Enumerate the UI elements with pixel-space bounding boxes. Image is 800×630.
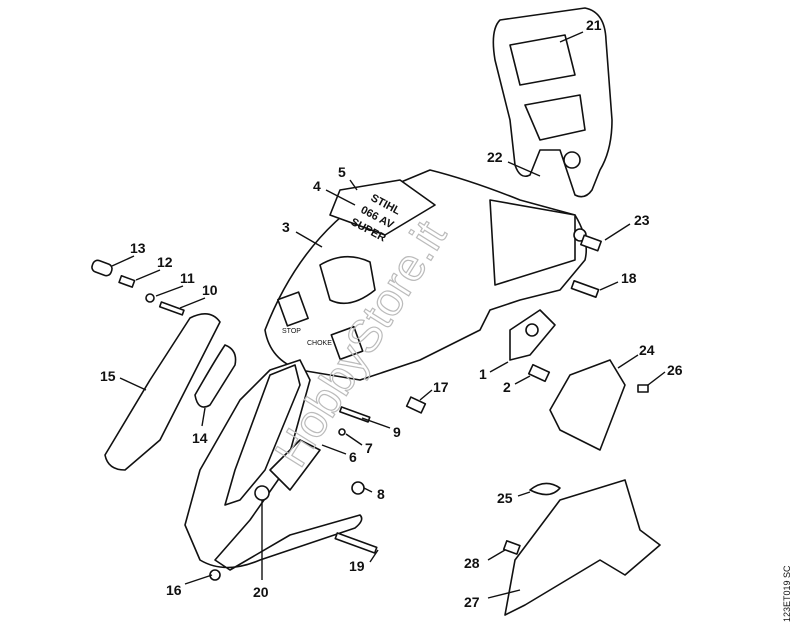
callout-22: 22 <box>487 149 503 165</box>
part-2 <box>527 363 551 383</box>
callout-15: 15 <box>100 368 116 384</box>
part-14 <box>194 344 237 408</box>
callout-2: 2 <box>503 379 511 395</box>
part-7 <box>338 428 346 436</box>
callout-19: 19 <box>349 558 365 574</box>
part-27 <box>504 479 661 616</box>
callout-14: 14 <box>192 430 208 446</box>
callout-labels: 1 2 3 4 5 6 7 8 9 10 11 12 13 14 15 16 1… <box>100 17 683 610</box>
callout-11: 11 <box>180 270 195 286</box>
callout-6: 6 <box>349 449 357 465</box>
part-23 <box>580 234 602 252</box>
callout-7: 7 <box>365 440 373 456</box>
callout-16: 16 <box>166 582 182 598</box>
part-11 <box>145 293 155 303</box>
callout-18: 18 <box>621 270 637 286</box>
callout-5: 5 <box>338 164 346 180</box>
callout-3: 3 <box>282 219 290 235</box>
part-24 <box>549 359 626 451</box>
part-12 <box>118 274 136 288</box>
callout-27: 27 <box>464 594 480 610</box>
callout-20: 20 <box>253 584 269 600</box>
callout-25: 25 <box>497 490 513 506</box>
part-10 <box>158 301 185 316</box>
part-17 <box>405 396 427 414</box>
callout-9: 9 <box>393 424 401 440</box>
part-19 <box>334 532 378 554</box>
choke-label: CHOKE <box>307 340 332 347</box>
part-25 <box>529 482 561 496</box>
callout-28: 28 <box>464 555 480 571</box>
callout-10: 10 <box>202 282 218 298</box>
callout-12: 12 <box>157 254 173 270</box>
drawing-code: 123ET019 SC <box>782 565 792 622</box>
part-13 <box>91 259 113 277</box>
part-15 <box>104 313 221 471</box>
callout-13: 13 <box>130 240 146 256</box>
leader-lines <box>111 31 666 599</box>
part-20 <box>254 485 270 501</box>
callout-24: 24 <box>639 342 655 358</box>
callout-8: 8 <box>377 486 385 502</box>
stop-label: STOP <box>282 328 301 335</box>
part-housing: STIHL 066 AV SUPER STOP CHOKE <box>264 169 588 381</box>
part-8 <box>351 481 365 495</box>
callout-23: 23 <box>634 212 650 228</box>
callout-4: 4 <box>313 178 321 194</box>
part-lower-frame <box>184 359 363 571</box>
part-18 <box>570 279 600 299</box>
callout-26: 26 <box>667 362 683 378</box>
part-6 <box>269 439 321 491</box>
callout-1: 1 <box>479 366 487 382</box>
callout-21: 21 <box>586 17 602 33</box>
part-handle-guard <box>492 7 613 198</box>
part-28 <box>502 540 521 555</box>
callout-17: 17 <box>433 379 449 395</box>
part-26 <box>637 384 649 393</box>
